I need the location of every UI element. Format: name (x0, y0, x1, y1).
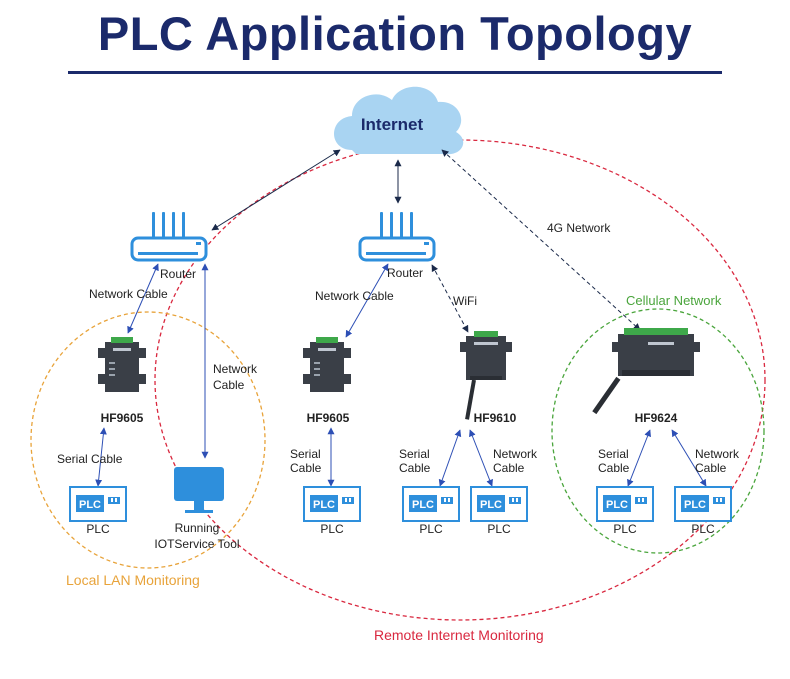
plc-1: PLC (69, 486, 127, 522)
plc-2-caption: PLC (320, 522, 344, 536)
hf9605-center-label: HF9605 (307, 411, 350, 425)
plc-5-text: PLC (606, 499, 628, 511)
plc-4-text: PLC (480, 499, 502, 511)
plc-6: PLC (674, 486, 732, 522)
link-wifi (431, 264, 469, 333)
cloud-icon (334, 86, 464, 155)
router-center-label: Router (387, 266, 423, 280)
serial-cable-center-line2: Cable (290, 461, 322, 475)
hf9610-label: HF9610 (474, 411, 517, 425)
link-hf9610-plc-serial (438, 429, 462, 487)
cellular-network-label: Cellular Network (626, 293, 722, 308)
router-icon-center (358, 210, 436, 262)
plc-4-caption: PLC (487, 522, 511, 536)
local-lan-zone (30, 311, 266, 569)
link-hf9624-plc-network (671, 429, 707, 487)
plc-3: PLC (402, 486, 460, 522)
page-title: PLC Application Topology (97, 7, 693, 60)
local-lan-label: Local LAN Monitoring (66, 572, 200, 588)
plc-3-text: PLC (412, 499, 434, 511)
plc-2: PLC (303, 486, 361, 522)
hf9605-center-device (303, 337, 351, 392)
plc-1-caption: PLC (86, 522, 110, 536)
serial-cable-hf9610-line2: Cable (399, 461, 431, 475)
wifi-label: WiFi (453, 294, 477, 308)
link-router-center-hf9605 (345, 263, 389, 338)
network-cable-hf9624-line1: Network (695, 447, 740, 461)
running-label-line1: Running (175, 521, 220, 535)
serial-cable-center-line1: Serial (290, 447, 321, 461)
hf9605-left-label: HF9605 (101, 411, 144, 425)
title-underline (68, 71, 722, 74)
plc-4: PLC (470, 486, 528, 522)
network-cable-pc-label-line2: Cable (213, 378, 245, 392)
remote-monitoring-zone (154, 139, 766, 621)
network-cable-center-label: Network Cable (315, 289, 394, 303)
serial-cable-left-label: Serial Cable (57, 452, 123, 466)
router-icon-left (130, 210, 208, 262)
network-cable-hf9610-line2: Cable (493, 461, 525, 475)
monitor-icon (174, 467, 224, 513)
network-cable-hf9610-line1: Network (493, 447, 538, 461)
plc-5: PLC (596, 486, 654, 522)
network-cable-hf9624-line2: Cable (695, 461, 727, 475)
link-hf9624-plc-serial (627, 429, 651, 487)
plc-3-caption: PLC (419, 522, 443, 536)
link-hf9605-left-plc (95, 427, 107, 487)
link-4g (441, 149, 641, 331)
serial-cable-hf9624-line2: Cable (598, 461, 630, 475)
link-router-left-hf9605 (127, 263, 159, 334)
hf9605-left-device (98, 337, 146, 392)
link-hf9610-plc-network (469, 429, 493, 487)
hf9610-device (460, 331, 512, 420)
router-left-label: Router (160, 267, 196, 281)
link-cloud-router-left (211, 149, 341, 231)
network-cable-left-label: Network Cable (89, 287, 168, 301)
internet-label: Internet (361, 115, 424, 134)
plc-5-caption: PLC (613, 522, 637, 536)
plc-1-text: PLC (79, 499, 101, 511)
remote-internet-label: Remote Internet Monitoring (374, 627, 544, 643)
plc-6-text: PLC (684, 499, 706, 511)
network-cable-pc-label-line1: Network (213, 362, 258, 376)
serial-cable-hf9624-line1: Serial (598, 447, 629, 461)
cellular-zone (551, 308, 765, 554)
running-label-line2: IOTService Tool (154, 537, 239, 551)
network-4g-label: 4G Network (547, 221, 611, 235)
hf9624-label: HF9624 (635, 411, 678, 425)
serial-cable-hf9610-line1: Serial (399, 447, 430, 461)
plc-6-caption: PLC (691, 522, 715, 536)
hf9624-device (592, 328, 700, 415)
plc-2-text: PLC (313, 499, 335, 511)
